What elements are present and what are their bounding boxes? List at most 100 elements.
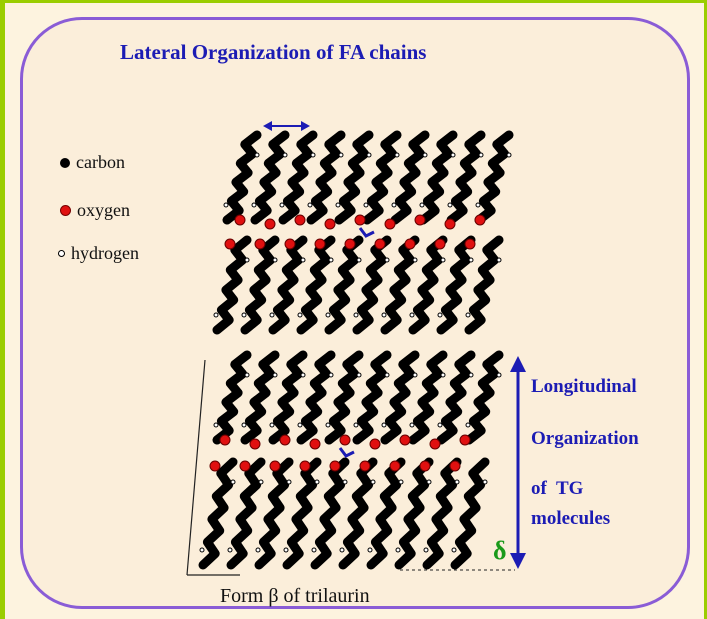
hydrogen-atom (437, 312, 443, 318)
hydrogen-atom (366, 152, 372, 158)
oxygen-atom (299, 460, 311, 472)
carbon-chain (240, 350, 280, 445)
oxygen-atom (264, 218, 276, 230)
delta-symbol: δ (493, 536, 507, 565)
hydrogen-atom (370, 479, 376, 485)
oxygen-atom (314, 238, 326, 250)
lateral-spacing-arrow (263, 121, 310, 131)
carbon-chain (418, 130, 458, 225)
hydrogen-atom (199, 547, 205, 553)
hydrogen-atom (412, 372, 418, 378)
oxygen-atom (284, 238, 296, 250)
longitudinal-label-line2: Organization (531, 428, 639, 449)
hydrogen-atom (363, 202, 369, 208)
oxygen-atom (239, 460, 251, 472)
hydrogen-atom (272, 372, 278, 378)
legend-carbon: carbon (60, 152, 125, 173)
hydrogen-atom (254, 152, 260, 158)
legend-hydrogen: hydrogen (58, 243, 139, 264)
hydrogen-atom (241, 422, 247, 428)
oxygen-atom (429, 438, 441, 450)
hydrogen-atom (468, 257, 474, 263)
carbon-chain (338, 457, 378, 570)
hydrogen-atom (419, 202, 425, 208)
hydrogen-atom (328, 372, 334, 378)
oxygen-atom (294, 214, 306, 226)
hydrogen-atom (311, 547, 317, 553)
carbon-chain (436, 235, 476, 335)
fatty-acid-chains (198, 130, 514, 570)
carbon-chain (296, 350, 336, 445)
hydrogen-atom (227, 547, 233, 553)
blue-bond-marker (338, 447, 355, 458)
hydrogen-atom (506, 152, 512, 158)
carbon-chain (324, 350, 364, 445)
carbon-chain (306, 130, 346, 225)
carbon-chain (408, 235, 448, 335)
carbon-chain (450, 457, 490, 570)
legend-label-oxygen: oxygen (77, 200, 130, 220)
legend-oxygen: oxygen (60, 200, 130, 221)
carbon-chain (296, 235, 336, 335)
figure-caption: Form β of trilaurin (220, 585, 370, 607)
hydrogen-atom (447, 202, 453, 208)
hydrogen-atom (398, 479, 404, 485)
hydrogen-atom (468, 372, 474, 378)
hydrogen-atom (297, 312, 303, 318)
hydrogen-atoms (199, 152, 512, 553)
hydrogen-atom (335, 202, 341, 208)
carbon-chain (436, 350, 476, 445)
carbon-chain (334, 130, 374, 225)
longitudinal-label-line3: of TG (531, 478, 584, 499)
oxygen-atom (234, 214, 246, 226)
hydrogen-atom (440, 372, 446, 378)
hydrogen-atom (244, 372, 250, 378)
hydrogen-atom (426, 479, 432, 485)
carbon-atom-icon (60, 157, 70, 168)
hydrogen-atom (381, 312, 387, 318)
hydrogen-atom (423, 547, 429, 553)
hydrogen-atom (297, 422, 303, 428)
hydrogen-atom (342, 479, 348, 485)
oxygen-atom (444, 218, 456, 230)
oxygen-atom (404, 238, 416, 250)
oxygen-atom (324, 218, 336, 230)
oxygen-atom (434, 238, 446, 250)
hydrogen-atom (300, 257, 306, 263)
hydrogen-atom (409, 422, 415, 428)
hydrogen-atom (412, 257, 418, 263)
hydrogen-atom (437, 422, 443, 428)
longitudinal-label-line1: Longitudinal (531, 376, 637, 397)
legend-label-carbon: carbon (76, 152, 125, 172)
carbon-chain (380, 350, 420, 445)
oxygen-atom (369, 438, 381, 450)
oxygen-atom (414, 214, 426, 226)
hydrogen-atom (440, 257, 446, 263)
carbon-chain (408, 350, 448, 445)
oxygen-atoms (209, 214, 486, 472)
hydrogen-atom (409, 312, 415, 318)
carbon-chain (250, 130, 290, 225)
carbon-chain (254, 457, 294, 570)
oxygen-atom (209, 460, 221, 472)
hydrogen-atom (244, 257, 250, 263)
oxygen-atom (374, 238, 386, 250)
hydrogen-atom (482, 479, 488, 485)
carbon-chain (464, 350, 504, 445)
longitudinal-label-line4: molecules (531, 508, 611, 529)
hydrogen-atom (223, 202, 229, 208)
hydrogen-atom (384, 257, 390, 263)
hydrogen-atom (475, 202, 481, 208)
hydrogen-atom (325, 422, 331, 428)
hydrogen-atom (310, 152, 316, 158)
hydrogen-atom (339, 547, 345, 553)
carbon-chain (422, 457, 462, 570)
oxygen-atom (339, 434, 351, 446)
oxygen-atom (329, 460, 341, 472)
carbon-chain (394, 457, 434, 570)
hydrogen-atom (367, 547, 373, 553)
hydrogen-atom (314, 479, 320, 485)
oxygen-atom (464, 238, 476, 250)
hydrogen-atom-icon (58, 250, 65, 257)
